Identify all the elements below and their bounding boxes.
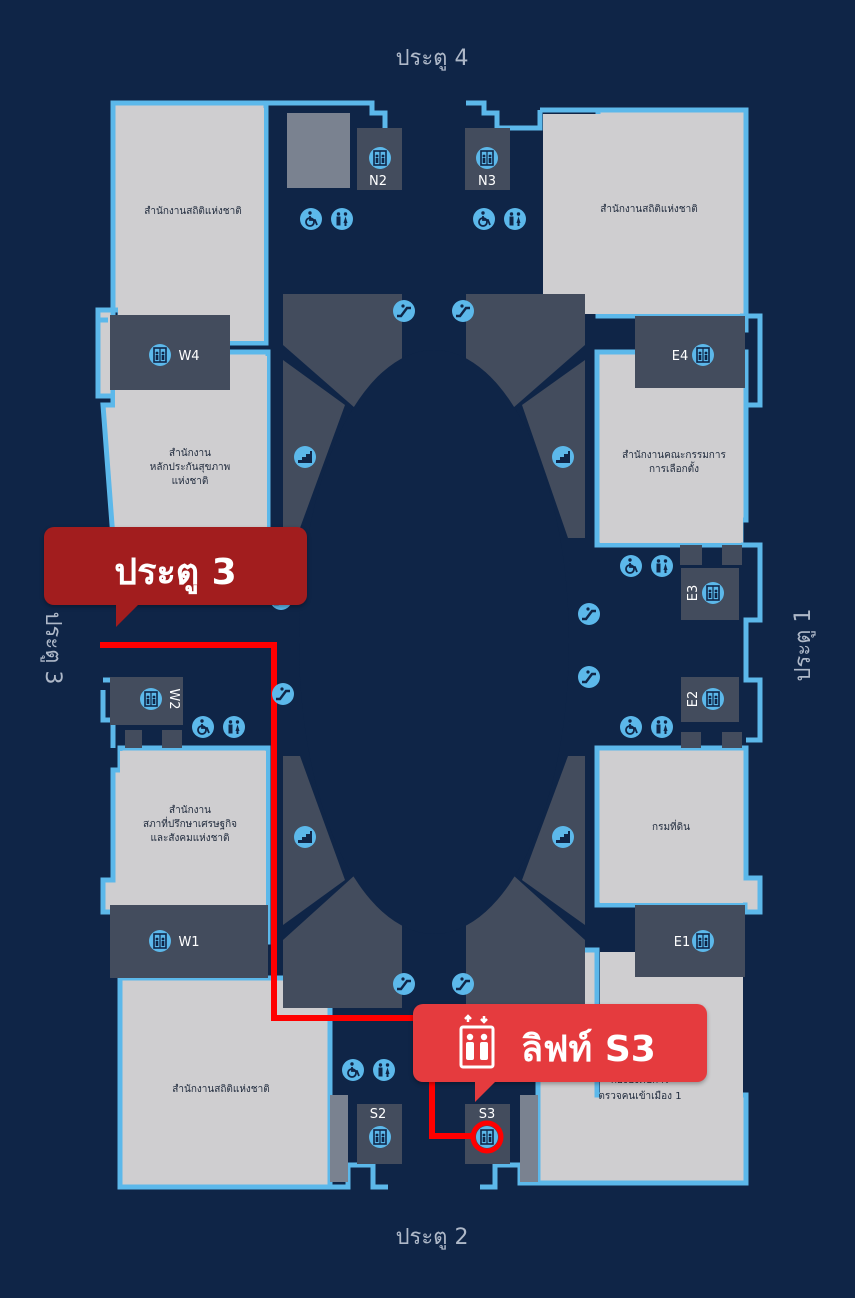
room-label: สำนักงานคณะกรรมการ [622,450,726,461]
lift-s3-callout-label: ลิฟท์ S3 [521,1029,656,1070]
lift-label-w4: W4 [178,349,199,364]
elevator-icon [139,687,163,711]
elevator-icon [691,343,715,367]
gate-3-label: ประตู 3 [40,612,65,685]
room-label: ตรวจคนเข้าเมือง 1 [598,1090,681,1102]
room-labels: สำนักงานสถิติแห่งชาติ สำนักงานสถิติแห่งช… [143,204,727,1102]
wheelchair-icon [472,207,496,231]
gate-4-label: ประตู 4 [396,46,469,71]
restroom-icon [651,716,673,738]
room-label: และสังคมแห่งชาติ [150,833,229,844]
wheelchair-icon [191,715,215,739]
destination-marker [470,1120,504,1154]
escalator-icon [450,971,476,997]
room-label: กรมที่ดิน [652,819,690,833]
room-label: การเลือกตั้ง [649,461,699,475]
lift-label-e2: E2 [686,691,701,708]
office-blocks [115,108,743,1184]
room-label: สำนักงานสถิติแห่งชาติ [600,204,697,215]
stairs-icon [294,446,316,468]
room-label: แห่งชาติ [172,476,209,487]
escalator-icon [391,298,417,324]
restroom-icon [223,716,245,738]
lift-label-e4: E4 [672,349,689,364]
room-label: สำนักงาน [169,805,211,816]
elevator-icon [475,146,499,170]
room-label: สภาที่ปรึกษาเศรษฐกิจ [143,816,237,830]
elevator-icon [701,581,725,605]
gate-3-callout-label: ประตู 3 [114,552,237,593]
elevator-icon [148,343,172,367]
room-label: หลักประกันสุขภาพ [150,462,231,473]
room-label: สำนักงาน [169,448,211,459]
gate-3-callout: ประตู 3 [44,527,307,627]
lift-labels: N2 N3 W4 E4 E3 W2 E2 W1 E1 S2 S3 [166,174,701,1122]
elevator-icon [368,146,392,170]
lift-label-w1: W1 [178,935,199,950]
route-path [100,642,473,1139]
escalator-icon [576,601,602,627]
restroom-icon [373,1059,395,1081]
lift-label-s3: S3 [479,1107,496,1122]
lift-label-n2: N2 [369,174,387,189]
escalator-icon [576,664,602,690]
elevator-icon [701,687,725,711]
wheelchair-icon [299,207,323,231]
elevator-icon [691,929,715,953]
wheelchair-icon [619,554,643,578]
gate-labels: ประตู 4 ประตู 2 ประตู 3 ประตู 1 [40,46,816,1250]
lift-label-e1: E1 [674,935,691,950]
lift-label-e3: E3 [686,585,701,602]
room-label: สำนักงานสถิติแห่งชาติ [172,1084,269,1095]
lift-label-n3: N3 [478,174,496,189]
room-label: สำนักงานสถิติแห่งชาติ [144,206,241,217]
stairs-icon [294,826,316,848]
stairs-icon [552,446,574,468]
lift-label-w2: W2 [166,688,181,709]
restroom-icon [504,208,526,230]
restroom-icon [651,555,673,577]
wheelchair-icon [341,1058,365,1082]
restroom-icon [331,208,353,230]
lift-s3-callout: ลิฟท์ S3 [413,1004,707,1102]
escalator-icon [450,298,476,324]
atrium [283,294,585,1008]
elevator-icon [459,1014,495,1069]
lift-label-s2: S2 [370,1107,387,1122]
outline-notches [95,100,763,1190]
elevator-icon [475,1125,499,1149]
stairs-icon [552,826,574,848]
elevator-icon [148,929,172,953]
gate-2-label: ประตู 2 [396,1225,469,1250]
wheelchair-icon [619,715,643,739]
gate-1-label: ประตู 1 [791,609,816,682]
escalator-icon [270,681,296,707]
elevator-icon [368,1125,392,1149]
escalator-icon [391,971,417,997]
